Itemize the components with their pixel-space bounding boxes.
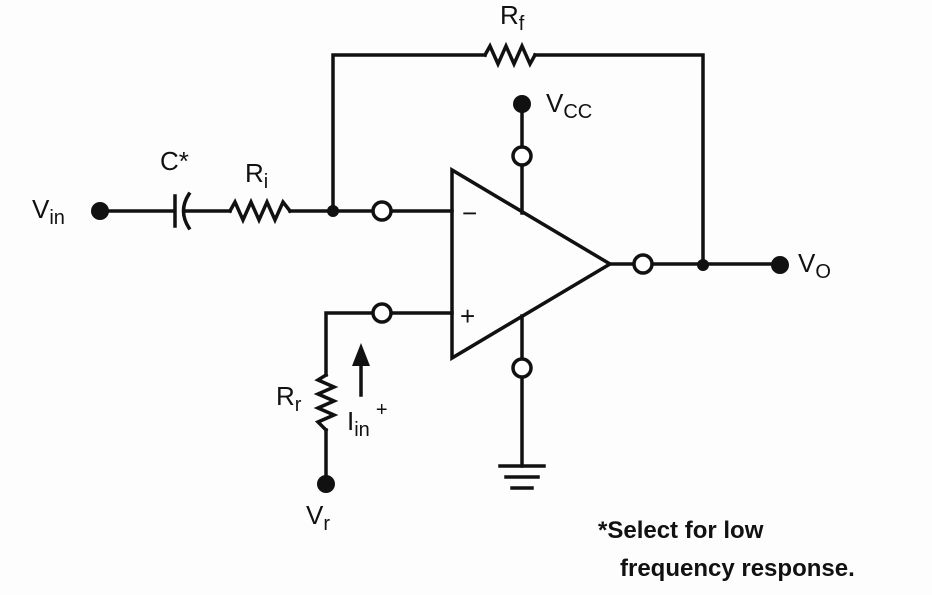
vr-terminal [317,475,335,493]
ground-icon [498,464,546,490]
rf-resistor [482,41,538,69]
pin-ground [511,357,533,379]
pin-output [632,253,654,275]
vin-label: Vin [32,194,65,229]
rr-resistor [313,372,339,433]
iin-arrowhead-icon [352,343,370,366]
noninverting-sign: + [460,301,475,331]
opamp-triangle [450,166,614,362]
feedback-wire [331,53,705,267]
vcc-label: VCC [546,88,592,123]
pin-vcc [511,145,533,167]
c-label: C* [160,146,189,176]
vo-terminal [771,256,789,274]
vo-label: VO [798,248,831,283]
inverting-sign: − [462,198,477,228]
ri-resistor [227,197,293,225]
vr-label: Vr [306,500,330,535]
junction-output [697,259,709,271]
iin-label: Iin+ [347,399,388,441]
footnote-line-1: *Select for low [598,517,764,544]
footnote-line-2: frequency response. [620,555,855,582]
rf-label: Rf [500,0,525,35]
vin-terminal [91,202,109,220]
vcc-terminal [513,95,531,113]
junction-inverting [327,205,339,217]
noninverting-wire [324,311,454,484]
c-capacitor [173,191,192,231]
pin-noninverting [371,302,393,324]
rr-label: Rr [276,381,302,416]
ri-label: Ri [245,158,268,193]
pin-inverting [371,200,393,222]
